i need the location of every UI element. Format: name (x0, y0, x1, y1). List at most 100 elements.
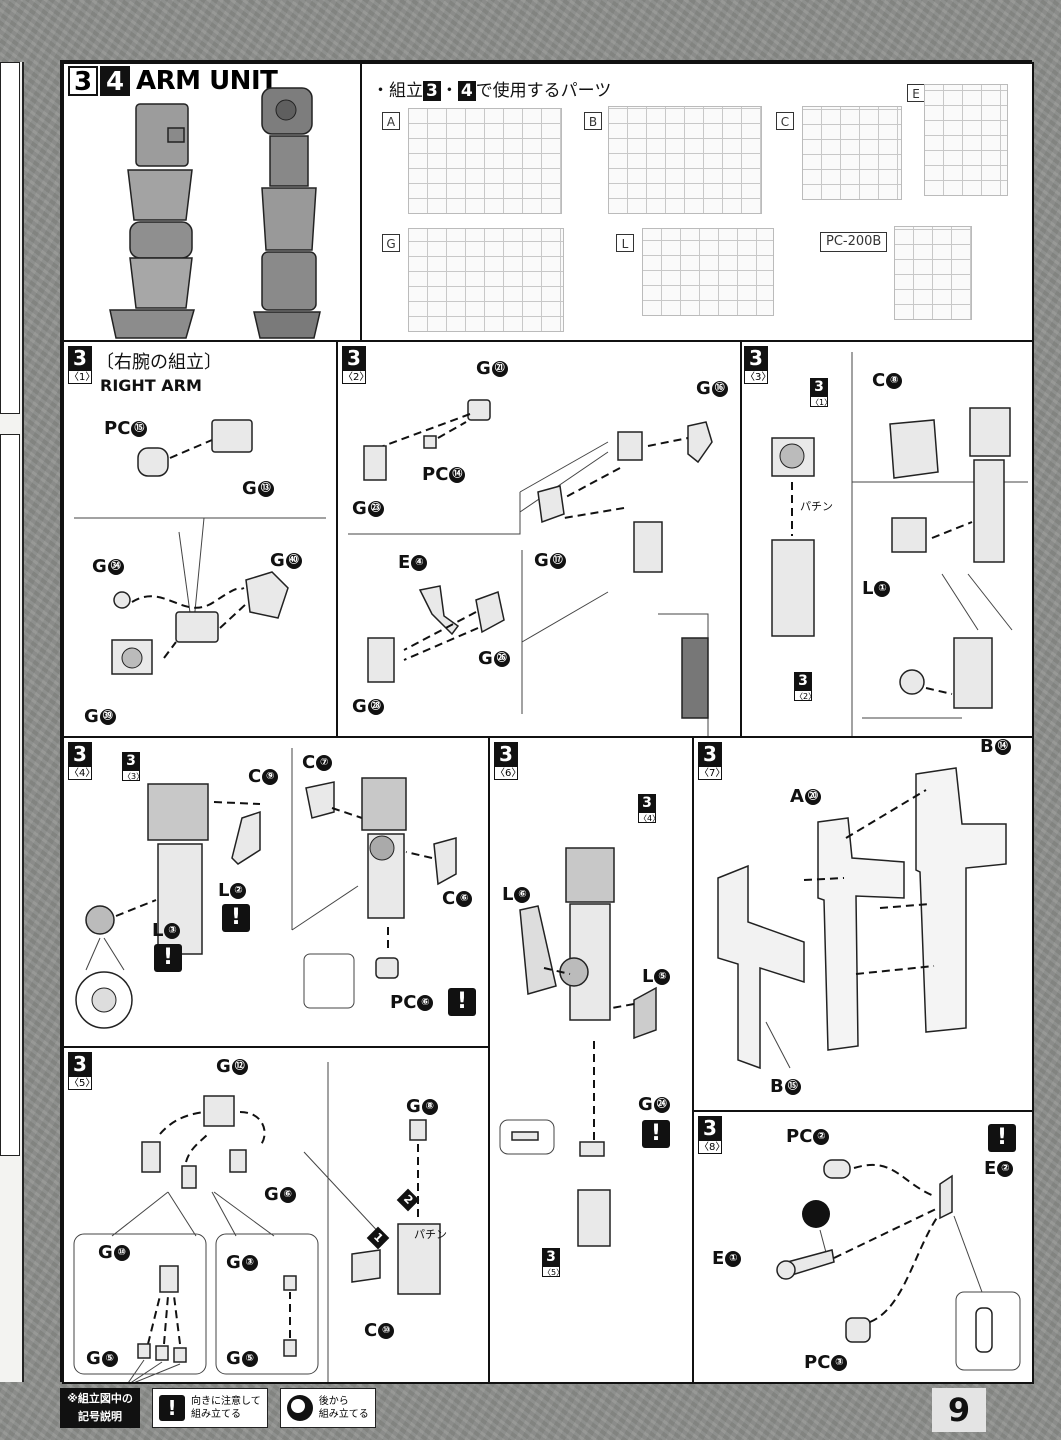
orientation-warning-icon: ! (448, 988, 476, 1016)
step-3-3-illustration (771, 352, 1028, 736)
legend-text-line: 後から (318, 1396, 349, 1407)
step-badge: 3 〈6〉 (494, 742, 521, 780)
label-number: ③ (241, 1255, 258, 1271)
step-number: 3 (744, 346, 768, 370)
label-number: ⑧ (886, 373, 903, 389)
label-number: ⑧ (421, 1099, 438, 1115)
label-prefix: G (478, 648, 493, 669)
step-number: 3 (68, 346, 92, 370)
label-prefix: G (264, 1184, 279, 1205)
step-sub-number: 〈4〉 (68, 766, 96, 780)
runner-pc-200b (894, 226, 972, 320)
step-title-jp: 〔右腕の組立〕 (96, 352, 222, 373)
runner-label-b: B (584, 112, 602, 130)
legend-title-line: 記号説明 (78, 1410, 122, 1423)
step-title-en: RIGHT ARM (100, 376, 202, 395)
label-number: ⑤ (101, 1351, 118, 1367)
arm-unit-preview: 3 4 ARM UNIT (62, 62, 362, 342)
page-number: 9 (932, 1388, 986, 1432)
label-number: ⑥ (456, 891, 473, 907)
label-number: ⑯ (711, 381, 728, 397)
label-number: ⑭ (449, 467, 466, 483)
label-number: ㉔ (653, 1097, 670, 1113)
label-prefix: L (218, 880, 230, 901)
arm-preview-inner (253, 87, 321, 339)
arm-preview-illustration (109, 87, 321, 339)
label-number: ① (874, 581, 891, 597)
label-number: ⑬ (257, 481, 274, 497)
arm-preview-front (109, 103, 195, 339)
caption-step-b: 4 (457, 81, 476, 101)
label-number: ㉞ (107, 559, 124, 575)
section-digit: 3 (68, 66, 98, 96)
runner-label-c: C (776, 112, 794, 130)
legend-orientation-item: ! 向きに注意して 組み立てる (152, 1388, 268, 1428)
section-title: 3 4 ARM UNIT (68, 66, 278, 96)
label-prefix: PC (390, 992, 417, 1013)
caption-suffix: で使用するパーツ (475, 81, 612, 101)
label-prefix: B (770, 1076, 784, 1097)
step-3-7-illustration (717, 767, 1007, 1070)
instruction-sheet: 3 4 ARM UNIT ・組立 (60, 60, 1034, 1384)
label-number: ⑥ (514, 887, 531, 903)
ref-sub-number: 〈3〉 (122, 770, 145, 781)
ref-sub-number: 〈4〉 (638, 812, 661, 823)
label-prefix: PC (804, 1352, 831, 1373)
step-sub-number: 〈5〉 (68, 1076, 96, 1090)
orientation-warning-icon: ! (642, 1120, 670, 1148)
step-sub-number: 〈1〉 (68, 370, 96, 384)
step-badge: 3 〈1〉 (68, 346, 96, 384)
step-number: 3 (698, 1116, 722, 1140)
step-3-5-illustration (73, 1062, 441, 1382)
step-sub-number: 〈2〉 (342, 370, 370, 384)
ref-number: 3 (638, 794, 656, 812)
label-number: ⑮ (784, 1079, 801, 1095)
label-number: ⑥ (417, 995, 434, 1011)
step-badge: 3 〈7〉 (698, 742, 725, 780)
caption-sep: ・ (440, 81, 458, 101)
label-prefix: PC (422, 464, 449, 485)
symbol-legend: ※組立図中の 記号説明 ! 向きに注意して 組み立てる 後から 組み立てる (60, 1386, 380, 1430)
label-prefix: G (476, 358, 491, 379)
step-number: 3 (698, 742, 722, 766)
step-sub-number: 〈8〉 (698, 1140, 726, 1154)
label-number: ③ (831, 1355, 848, 1371)
runner-b (608, 106, 762, 214)
legend-later-item: 後から 組み立てる (279, 1388, 376, 1428)
label-prefix: C (364, 1320, 378, 1341)
label-number: ⑫ (231, 1059, 248, 1075)
label-prefix: E (398, 552, 411, 573)
label-number: ⑨ (262, 769, 279, 785)
label-prefix: G (534, 550, 549, 571)
runner-label-pc: PC-200B (820, 232, 888, 252)
label-prefix: G (92, 556, 107, 577)
label-prefix: L (502, 884, 514, 905)
step-number: 3 (68, 742, 92, 766)
legend-orientation-text: 向きに注意して 組み立てる (191, 1395, 261, 1421)
label-prefix: B (980, 736, 994, 757)
legend-text-line: 向きに注意して (191, 1396, 261, 1407)
label-prefix: A (790, 786, 804, 807)
ref-number: 3 (810, 378, 828, 396)
